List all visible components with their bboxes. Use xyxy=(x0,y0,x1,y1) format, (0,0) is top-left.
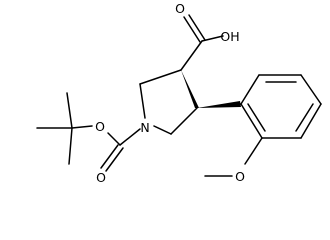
aryl-bond-3 xyxy=(300,74,322,105)
carbamate-bond-c-o xyxy=(107,132,121,146)
carboxyl-double-bond-b xyxy=(188,14,206,41)
ester-bond-o-c xyxy=(71,125,93,129)
carbonyl-o-label: O xyxy=(96,170,106,185)
carboxyl-bond-c3-c xyxy=(180,40,203,71)
carbamate-double-bond-a xyxy=(100,144,119,169)
ring-bond-c2-c3 xyxy=(139,69,182,85)
ring-bond-c5-n xyxy=(153,125,172,135)
boc-pyrrolidine-carboxylic-acid-structure: OH O N O O O xyxy=(36,1,322,185)
ring-bond-n-c2 xyxy=(139,83,146,119)
aryl-inner-bond-c xyxy=(247,103,266,132)
carboxylic-oh-label: OH xyxy=(220,29,239,44)
aryl-bond-6 xyxy=(240,103,263,139)
methoxy-bond-aryl-o xyxy=(244,137,263,165)
ring-bond-c4-c5 xyxy=(170,107,198,135)
carboxyl-single-bond-oh xyxy=(201,35,224,42)
ring-n-label: N xyxy=(140,120,149,135)
carbamate-bond-n-c xyxy=(119,128,141,146)
aryl-inner-bond-b xyxy=(295,103,314,132)
aryl-bond-1 xyxy=(240,74,260,105)
carbamate-double-bond-b xyxy=(105,147,124,172)
aryl-bond-4 xyxy=(300,103,322,139)
wedge-bond-c3-c4 xyxy=(181,70,199,108)
tbutyl-bond-down xyxy=(68,127,73,165)
methoxy-o-label: O xyxy=(235,169,245,184)
tbutyl-bond-up xyxy=(66,92,73,129)
ester-o-label: O xyxy=(95,119,105,134)
wedge-bond-c4-aryl xyxy=(197,101,241,108)
carboxylic-o-label: O xyxy=(175,1,185,16)
carboxyl-double-bond-a xyxy=(183,16,201,43)
